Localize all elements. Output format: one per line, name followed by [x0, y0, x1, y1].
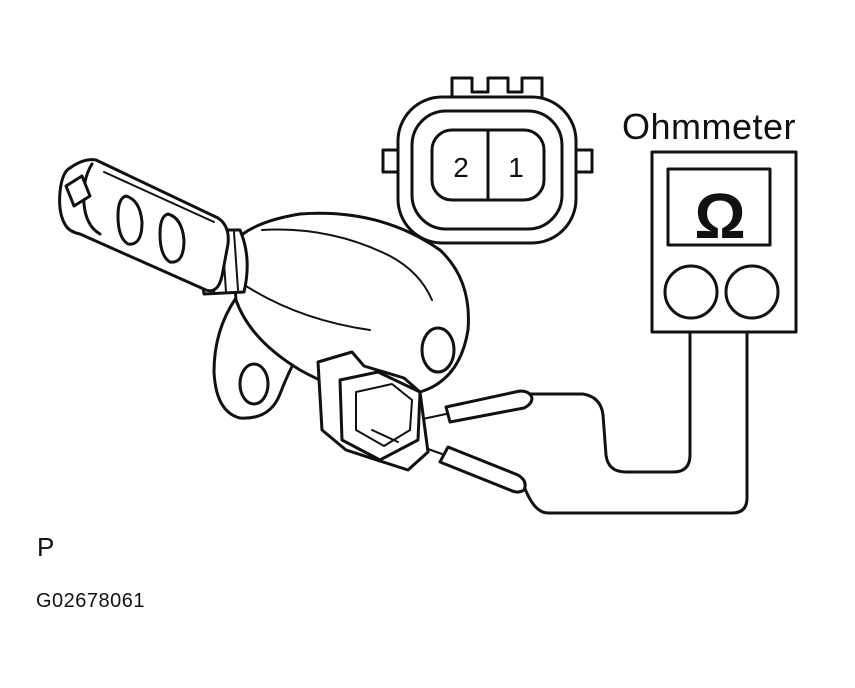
- valve-sleeve: [58, 158, 230, 293]
- meter-terminal-left: [663, 264, 719, 320]
- probe-upper: [444, 389, 534, 424]
- ohmmeter: Ω: [650, 150, 798, 334]
- connector-face-view: 2 1: [381, 76, 594, 245]
- ohm-symbol: Ω: [694, 180, 745, 252]
- sleeve-end-cap: [64, 174, 92, 208]
- housing-port: [420, 326, 456, 374]
- oil-control-valve: [58, 158, 470, 472]
- ohmmeter-title: Ohmmeter: [622, 106, 797, 147]
- meter-terminal-right: [724, 264, 780, 320]
- panel-code: P: [37, 532, 55, 562]
- test-leads: [413, 330, 749, 515]
- terminal-2-label: 2: [453, 152, 469, 183]
- ohmmeter-display: [666, 167, 772, 247]
- figure-id: G02678061: [36, 590, 146, 612]
- terminal-1-label: 1: [508, 152, 524, 183]
- oil-port-2: [158, 212, 186, 264]
- oil-port-1: [116, 194, 144, 246]
- probe-lower: [438, 445, 527, 494]
- solenoid-housing: [230, 211, 470, 397]
- mounting-hole: [238, 362, 270, 406]
